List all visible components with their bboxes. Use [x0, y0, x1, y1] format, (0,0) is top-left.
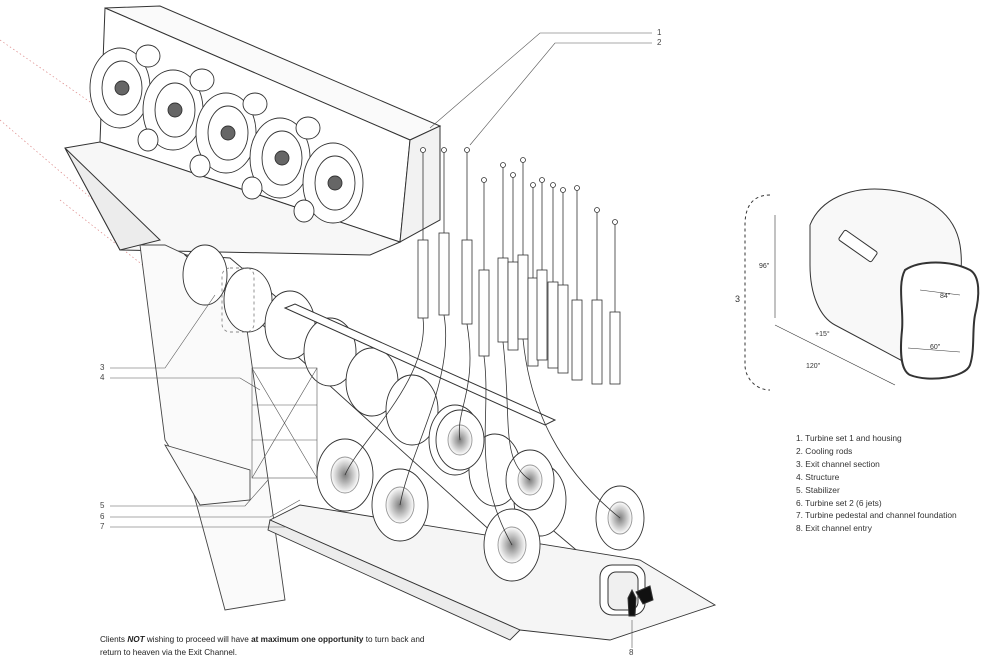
dim-top-width: 84"	[940, 293, 951, 300]
cooling-rod-9	[536, 177, 548, 361]
upper-turbine-3	[195, 92, 257, 174]
cooling-rod-1	[344, 147, 429, 476]
cooling-rods	[344, 147, 621, 546]
callout-7: 7	[100, 522, 105, 531]
callout-8: 8	[629, 648, 634, 657]
cooling-rod-5	[497, 162, 531, 481]
callout-3: 3	[100, 363, 105, 372]
caption: Clients NOT wishing to proceed will have…	[100, 633, 430, 659]
dim-bottom-width: 60"	[930, 344, 941, 351]
callout-6: 6	[100, 512, 105, 521]
cooling-rod-2	[399, 147, 450, 506]
caption-bold: at maximum one opportunity	[251, 635, 364, 644]
legend-item: 5. Stabilizer	[796, 484, 840, 495]
upper-turbines	[89, 44, 364, 224]
cooling-rod-4	[478, 177, 513, 546]
dim-height: 96"	[759, 263, 770, 270]
cooling-rod-8	[527, 182, 539, 367]
legend: 1. Turbine set 1 and housing 2. Cooling …	[796, 432, 957, 535]
caption-text-1: Clients	[100, 635, 128, 644]
section-label: 3	[735, 294, 741, 304]
legend-item: 6. Turbine set 2 (6 jets)	[796, 497, 882, 508]
upper-turbine-5	[302, 142, 364, 224]
cooling-rod-12	[571, 185, 583, 381]
dim-angle: +15°	[815, 331, 830, 338]
leader-lines	[110, 32, 652, 648]
callout-5: 5	[100, 501, 105, 510]
cooling-rod-10	[547, 182, 559, 369]
exit-channel-entry	[599, 564, 654, 617]
upper-turbine-4	[249, 117, 311, 199]
stabilizer	[283, 303, 557, 426]
cooling-rod-6	[507, 172, 519, 351]
legend-item: 8. Exit channel entry	[796, 523, 872, 534]
dim-length: 120"	[806, 363, 821, 370]
section-detail	[744, 188, 980, 391]
legend-item: 3. Exit channel section	[796, 458, 880, 469]
legend-item: 7. Turbine pedestal and channel foundati…	[796, 510, 957, 521]
upper-turbine-2	[142, 69, 204, 151]
caption-not: NOT	[127, 635, 145, 644]
callout-4: 4	[100, 373, 105, 382]
callout-2: 2	[657, 38, 662, 47]
legend-item: 4. Structure	[796, 471, 840, 482]
legend-item: 2. Cooling rods	[796, 445, 853, 456]
legend-item: 1. Turbine set 1 and housing	[796, 433, 902, 443]
caption-text-2: wishing to proceed will have	[144, 635, 252, 644]
cooling-rod-14	[609, 219, 621, 385]
cooling-rod-13	[591, 207, 603, 385]
small-cylinders	[135, 44, 321, 223]
cooling-rod-11	[557, 187, 569, 374]
callout-1: 1	[657, 28, 662, 37]
lattice-structure	[251, 367, 318, 479]
cooling-rod-3	[458, 147, 473, 441]
caption-text-3: to turn back and return to heaven via th…	[100, 635, 425, 657]
